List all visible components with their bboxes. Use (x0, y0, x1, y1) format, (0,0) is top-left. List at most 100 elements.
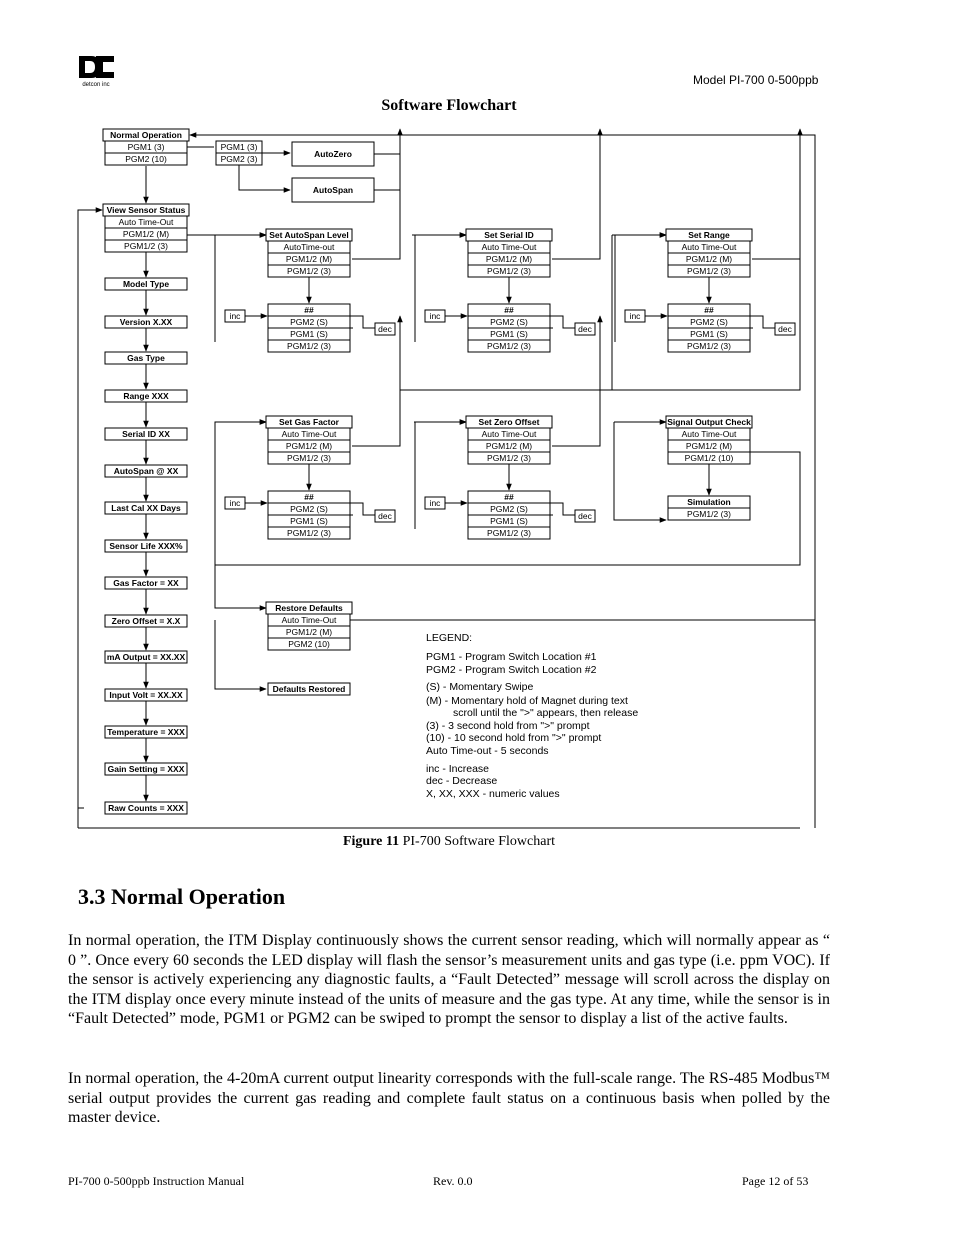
set-range-inc-box: inc (624, 309, 646, 323)
autozero-box-box (291, 141, 375, 167)
set-gas-factor-value-row-text: PGM2 (S) (290, 504, 328, 514)
set-autospan-value-row-text: PGM2 (S) (290, 317, 328, 327)
set-range-value-row-text: PGM1/2 (3) (687, 341, 731, 351)
status-item-box (104, 688, 188, 702)
set-serial-dec-box-box (574, 322, 596, 336)
set-serial-inc-box-label: inc (430, 311, 442, 321)
status-item-label: Zero Offset = X.X (112, 616, 181, 626)
set-serial-row-text: Auto Time-Out (482, 242, 537, 252)
view-sensor-block-row-text: PGM1/2 (M) (123, 229, 169, 239)
set-zero-offset-dec-link (550, 502, 575, 516)
set-range-inc-box-label: inc (630, 311, 642, 321)
set-serial-loop-back (414, 232, 467, 342)
set-range-dec-box-label: dec (778, 324, 792, 334)
figure-caption: Figure 11 PI-700 Software Flowchart (0, 834, 898, 850)
legend-line: Auto Time-out - 5 seconds (426, 745, 549, 757)
status-item: Sensor Life XXX% (104, 539, 188, 553)
status-item: Temperature = XXX (104, 725, 188, 739)
set-range-dec-box-box (774, 322, 796, 336)
set-range-dec-link (750, 315, 775, 329)
status-item-box (104, 277, 188, 291)
legend-line: PGM1 - Program Switch Location #1 (426, 651, 597, 663)
status-item-box (104, 725, 188, 739)
signal-output-block-row-text: PGM1/2 (M) (686, 441, 732, 451)
restore-defaults-block-row-text: Auto Time-Out (282, 615, 337, 625)
set-autospan-return (352, 128, 403, 260)
set-zero-offset-inc-box-label: inc (430, 498, 442, 508)
set-serial-dec-link (550, 315, 575, 329)
status-item-label: Temperature = XXX (107, 727, 185, 737)
status-item-label: Gas Factor = XX (113, 578, 179, 588)
set-range-value-title: ## (704, 305, 714, 315)
set-range-row-text: PGM1/2 (M) (686, 254, 732, 264)
status-item-box (104, 801, 188, 815)
row2-wrap (214, 419, 801, 566)
paragraph-2: In normal operation, the 4-20mA current … (68, 1070, 830, 1126)
status-item-box (104, 650, 188, 664)
set-zero-offset-value-row-text: PGM1 (S) (490, 516, 528, 526)
set-gas-factor-row-text: PGM1/2 (3) (287, 453, 331, 463)
set-autospan-row (267, 264, 351, 278)
set-autospan-dec-box-box (374, 322, 396, 336)
status-item-label: Range XXX (123, 391, 169, 401)
set-serial-value-row-text: PGM1 (S) (490, 329, 528, 339)
view-sensor-block-row (104, 239, 188, 253)
set-gas-factor-value-row-text: PGM1/2 (3) (287, 528, 331, 538)
signal-output-block-row-text: PGM1/2 (10) (685, 453, 734, 463)
set-range-inc-box-box (624, 309, 646, 323)
status-item-label: Last Cal XX Days (111, 503, 181, 513)
set-range-row-text: PGM1/2 (3) (687, 266, 731, 276)
set-zero-offset-title: Set Zero Offset (479, 417, 540, 427)
status-item-box (104, 427, 188, 441)
autozero-box-label: AutoZero (314, 149, 352, 159)
defaults-restored-box: Defaults Restored (267, 682, 351, 696)
set-zero-offset-value: ##PGM2 (S)PGM1 (S)PGM1/2 (3) (467, 490, 551, 540)
simulation-block-title: Simulation (687, 497, 730, 507)
set-gas-factor-dec-link (350, 502, 375, 516)
legend-line: X, XX, XXX - numeric values (426, 788, 560, 800)
status-item-label: mA Output = XX.XX (107, 652, 186, 662)
restore-to-defaults (214, 620, 267, 692)
status-item-label: Raw Counts = XXX (108, 803, 184, 813)
legend-line: (S) - Momentary Swipe (426, 681, 534, 693)
set-zero-offset-value-row-text: PGM1/2 (3) (487, 528, 531, 538)
set-autospan-inc-box-box (224, 309, 246, 323)
set-serial-title: Set Serial ID (484, 230, 534, 240)
status-item: Version X.XX (104, 315, 188, 329)
status-item-box (104, 389, 188, 403)
restore-defaults-block-row (267, 637, 351, 651)
set-autospan-row-text: AutoTime-out (284, 242, 335, 252)
set-gas-factor-inc-box: inc (224, 496, 246, 510)
flowchart-heading: Software Flowchart (381, 97, 517, 114)
status-item-label: Model Type (123, 279, 169, 289)
set-zero-offset-dec-box: dec (574, 509, 596, 523)
set-gas-factor-inc-box-box (224, 496, 246, 510)
status-item-box (104, 576, 188, 590)
footer-page: Page 12 of 53 (742, 1174, 809, 1188)
status-item-label: Version X.XX (120, 317, 173, 327)
set-serial-value: ##PGM2 (S)PGM1 (S)PGM1/2 (3) (467, 303, 551, 353)
set-gas-factor-value-row-text: PGM1 (S) (290, 516, 328, 526)
legend-title: LEGEND: (426, 632, 472, 644)
status-item: AutoSpan @ XX (104, 464, 188, 478)
view-sensor-block-row-text: Auto Time-Out (119, 217, 174, 227)
status-item-label: Serial ID XX (122, 429, 170, 439)
set-autospan-value-row-text: PGM1/2 (3) (287, 341, 331, 351)
status-item-box (104, 762, 188, 776)
set-serial-dec-box: dec (574, 322, 596, 336)
pgm-box-row-text: PGM2 (3) (221, 154, 258, 164)
set-range-value-row-text: PGM2 (S) (690, 317, 728, 327)
defaults-restored-box-box (267, 682, 351, 696)
normal-operation-block-row-text: PGM2 (10) (125, 154, 167, 164)
set-autospan-value: ##PGM2 (S)PGM1 (S)PGM1/2 (3) (267, 303, 351, 353)
set-autospan-row-text: PGM1/2 (M) (286, 254, 332, 264)
status-item-label: AutoSpan @ XX (114, 466, 179, 476)
normal-operation-block-row-text: PGM1 (3) (128, 142, 165, 152)
autospan-box-label: AutoSpan (313, 185, 353, 195)
set-gas-factor-dec-box: dec (374, 509, 396, 523)
